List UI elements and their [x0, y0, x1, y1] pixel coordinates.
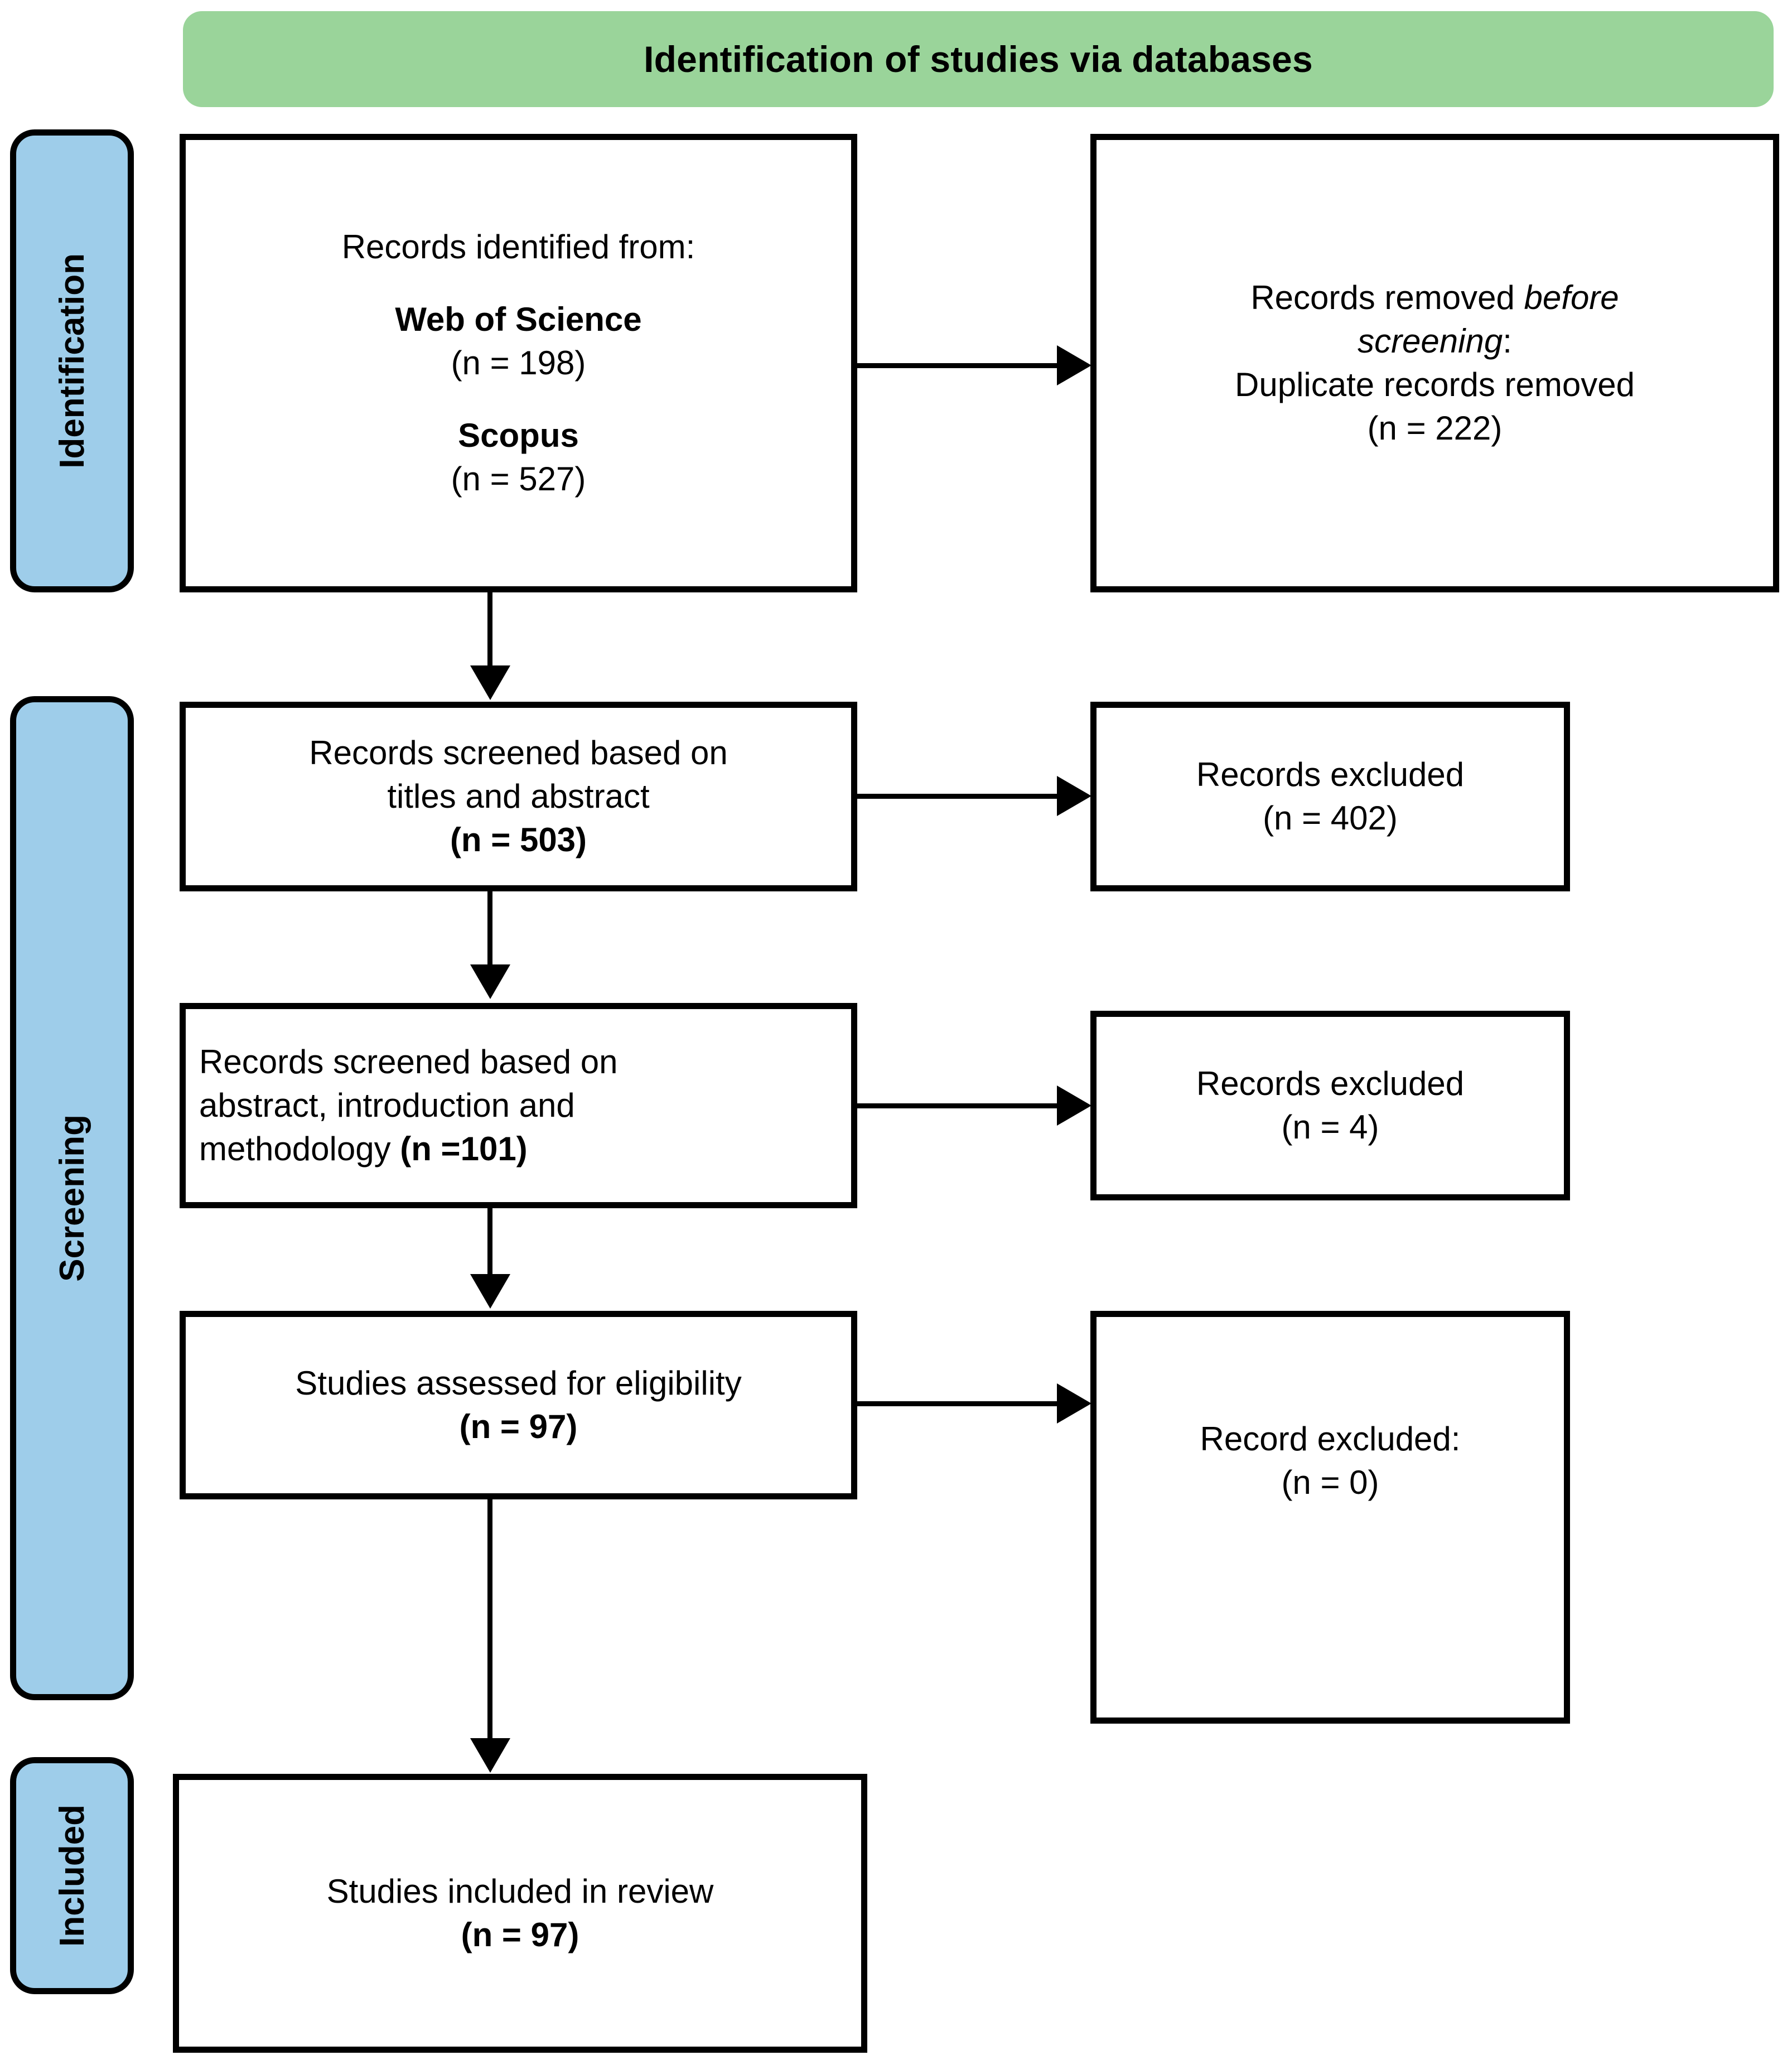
screened-titles-count: (n = 503): [450, 821, 587, 858]
eligibility-count: (n = 97): [459, 1408, 578, 1445]
arrow-right-icon-screened-titles-to-excluded: [1057, 776, 1091, 816]
connector-screened-methods-to-excluded: [857, 1103, 1064, 1108]
screened-methods-line-2: abstract, introduction and: [199, 1087, 575, 1124]
records-removed-colon: :: [1503, 322, 1512, 360]
included-review-label: Studies included in review: [326, 1873, 714, 1910]
included-review-count: (n = 97): [461, 1916, 579, 1953]
box-record-excluded-eligibility: Record excluded: (n = 0): [1090, 1311, 1570, 1724]
excluded-titles-label: Records excluded: [1196, 756, 1465, 793]
records-identified-source-web-of-science: Web of Science: [395, 301, 642, 338]
connector-eligibility-to-included: [487, 1499, 492, 1739]
connector-screened-methods-to-eligibility: [487, 1208, 492, 1275]
phase-banner-identification-via-databases: Identification of studies via databases: [183, 11, 1774, 107]
stage-bar-label-identification: Identification: [52, 253, 91, 469]
connector-identified-to-removed: [857, 363, 1064, 368]
records-identified-count-scopus: (n = 527): [451, 460, 586, 498]
screened-titles-line-1: Records screened based on: [309, 734, 728, 771]
screened-titles-line-2: titles and abstract: [387, 778, 650, 815]
records-identified-heading: Records identified from:: [341, 228, 695, 266]
stage-bar-label-screening: Screening: [52, 1115, 91, 1282]
stage-bar-screening: Screening: [10, 696, 134, 1700]
box-studies-included-in-review: Studies included in review (n = 97): [173, 1774, 867, 2053]
records-identified-spacer-2: [199, 385, 838, 414]
records-removed-italic-before: before: [1524, 279, 1619, 316]
records-identified-spacer-1: [199, 269, 838, 298]
connector-identified-to-screened-titles: [487, 592, 492, 668]
phase-banner-label: Identification of studies via databases: [644, 38, 1313, 80]
records-identified-source-scopus: Scopus: [458, 417, 579, 454]
box-records-removed-before-screening: Records removed before screening: Duplic…: [1090, 134, 1779, 592]
record-excluded-count: (n = 0): [1281, 1464, 1379, 1501]
screened-methods-count: (n =101): [400, 1130, 528, 1168]
records-removed-italic-screening: screening: [1358, 322, 1503, 360]
connector-eligibility-to-record-excluded: [857, 1401, 1064, 1406]
records-removed-duplicate-label: Duplicate records removed: [1235, 366, 1635, 403]
excluded-methods-label: Records excluded: [1196, 1065, 1465, 1102]
excluded-titles-count: (n = 402): [1263, 799, 1398, 837]
excluded-methods-count: (n = 4): [1281, 1108, 1379, 1146]
stage-bar-label-included: Included: [52, 1805, 91, 1947]
connector-screened-titles-to-excluded: [857, 794, 1064, 799]
records-identified-count-web-of-science: (n = 198): [451, 344, 586, 382]
box-records-excluded-titles: Records excluded (n = 402): [1090, 702, 1570, 891]
stage-bar-included: Included: [10, 1757, 134, 1994]
records-removed-heading-line-2: screening:: [1110, 320, 1760, 363]
stage-bar-identification: Identification: [10, 129, 134, 592]
arrow-down-icon-screened-titles-to-screened-methods: [470, 964, 510, 999]
box-records-identified-from: Records identified from: Web of Science …: [180, 134, 857, 592]
box-studies-assessed-eligibility: Studies assessed for eligibility (n = 97…: [180, 1311, 857, 1499]
arrow-right-icon-eligibility-to-record-excluded: [1057, 1383, 1091, 1424]
arrow-down-icon-identified-to-screened-titles: [470, 665, 510, 700]
screened-methods-line-1: Records screened based on: [199, 1043, 618, 1080]
screened-methods-line-3: methodology (n =101): [199, 1127, 838, 1171]
records-removed-count: (n = 222): [1367, 409, 1503, 447]
connector-screened-titles-to-screened-methods: [487, 891, 492, 966]
arrow-right-icon-screened-methods-to-excluded: [1057, 1086, 1091, 1126]
eligibility-label: Studies assessed for eligibility: [295, 1364, 742, 1402]
box-records-screened-titles-abstract: Records screened based on titles and abs…: [180, 702, 857, 891]
arrow-down-icon-eligibility-to-included: [470, 1738, 510, 1773]
screened-methods-prefix: methodology: [199, 1130, 400, 1168]
records-removed-prefix: Records removed: [1250, 279, 1524, 316]
records-removed-heading-line-1: Records removed before: [1110, 276, 1760, 320]
record-excluded-label: Record excluded:: [1200, 1420, 1461, 1458]
box-records-excluded-methodology: Records excluded (n = 4): [1090, 1011, 1570, 1200]
arrow-right-icon-identified-to-removed: [1057, 345, 1091, 385]
box-records-screened-methodology: Records screened based on abstract, intr…: [180, 1003, 857, 1208]
arrow-down-icon-screened-methods-to-eligibility: [470, 1274, 510, 1309]
